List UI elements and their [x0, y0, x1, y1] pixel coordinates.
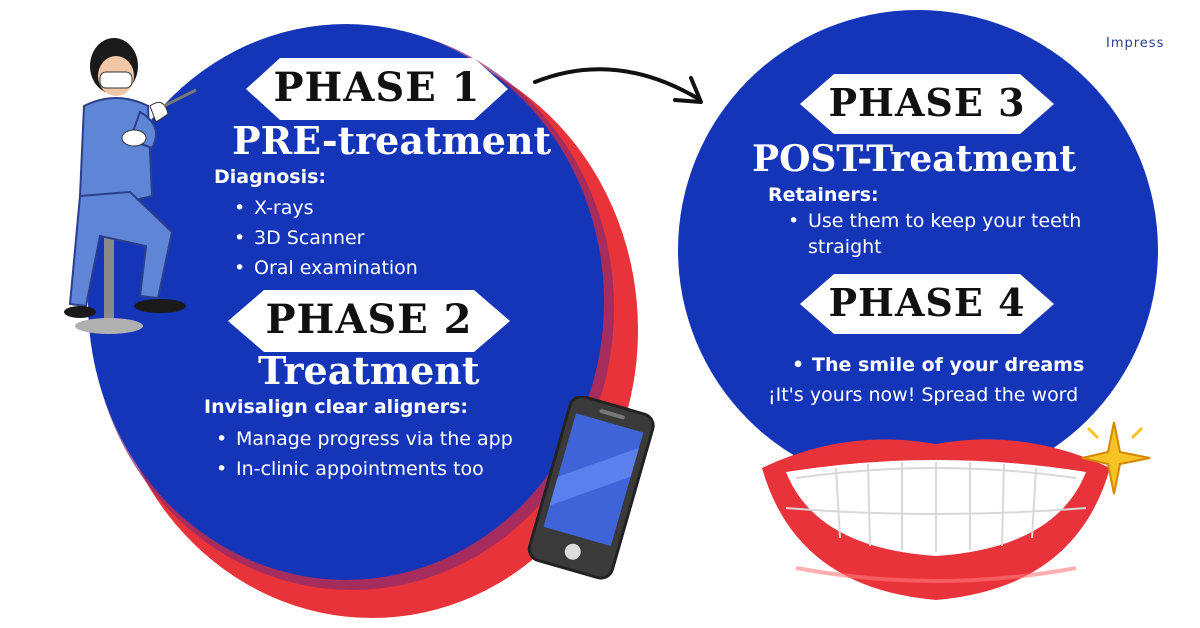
phase1-subheading: Diagnosis: — [214, 166, 327, 188]
phase2-badge — [228, 290, 510, 352]
brand-logo: Impress — [1106, 36, 1165, 51]
list-item: Manage progress via the app — [214, 424, 513, 454]
phase4-note: ¡It's yours now! Spread the word — [768, 384, 1079, 406]
list-item: Oral examination — [232, 253, 418, 283]
list-item: The smile of your dreams — [790, 350, 1084, 380]
arrow-icon — [533, 67, 703, 104]
phase1-list: X-rays 3D Scanner Oral examination — [232, 193, 418, 283]
phase1-badge — [246, 58, 508, 120]
phase3-heading: POST-Treatment — [752, 138, 1077, 180]
dentist-illustration — [64, 38, 197, 334]
phase2-list: Manage progress via the app In-clinic ap… — [214, 424, 513, 484]
list-item: In-clinic appointments too — [214, 454, 513, 484]
sparkle-icon — [1081, 421, 1151, 495]
list-item: Use them to keep your teeth straight — [786, 208, 1126, 260]
phase2-label: PHASE 2 — [265, 296, 473, 343]
phase2-subheading: Invisalign clear aligners: — [204, 396, 468, 418]
phase3-badge — [800, 74, 1054, 134]
phase4-badge — [800, 274, 1054, 334]
phase4-label: PHASE 4 — [828, 280, 1026, 325]
list-item: X-rays — [232, 193, 418, 223]
phase1-label: PHASE 1 — [273, 64, 481, 111]
phase3-list: Use them to keep your teeth straight — [786, 208, 1126, 260]
phase3-subheading: Retainers: — [768, 184, 879, 206]
phase1-heading: PRE-treatment — [232, 118, 552, 163]
phase2-heading: Treatment — [258, 348, 480, 393]
smile-lips-icon — [762, 439, 1110, 600]
list-item: 3D Scanner — [232, 223, 418, 253]
smartphone-icon — [527, 396, 655, 580]
phase3-label: PHASE 3 — [828, 80, 1026, 125]
phase4-list: The smile of your dreams — [790, 350, 1084, 380]
